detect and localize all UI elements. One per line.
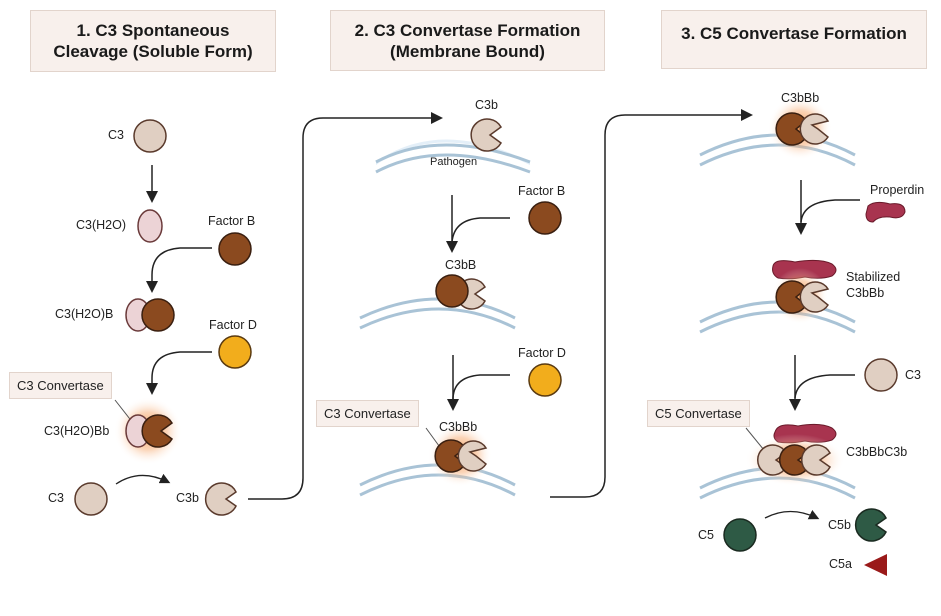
- label-properdin: Properdin: [870, 183, 925, 197]
- label-factor-b-2: Factor B: [518, 184, 566, 198]
- panel-2-title: 2. C3 Convertase Formation (Membrane Bou…: [330, 10, 605, 71]
- label-c3h2ob: C3(H2O)B: [55, 307, 114, 321]
- factor-d-protein-2: [528, 363, 562, 397]
- callout-c5-convertase: C5 Convertase: [647, 400, 750, 427]
- label-stabilized-line2: C3bBb: [846, 286, 885, 300]
- c3bbb-bb-part-2: [434, 439, 466, 473]
- membrane-1: [376, 139, 530, 165]
- label-factor-d: Factor D: [209, 318, 257, 332]
- label-stabilized-line1: Stabilized: [846, 270, 901, 284]
- arrow-c5-to-c5b: [764, 509, 820, 520]
- factor-b-protein: [218, 232, 252, 266]
- panel-2-title-line1: 2. C3 Convertase Formation: [354, 20, 581, 40]
- c3h2ob-factor-b-part: [141, 298, 175, 332]
- label-c3-3: C3: [905, 368, 921, 382]
- label-c3h2obb: C3(H2O)Bb: [44, 424, 110, 438]
- label-factor-b: Factor B: [208, 214, 256, 228]
- panel-3-title: 3. C5 Convertase Formation: [661, 10, 927, 69]
- panel-1-title-line1: 1. C3 Spontaneous: [76, 21, 230, 40]
- arrow-factor-b-join-2: [446, 217, 510, 253]
- c3bbb-c3b-part-2: [457, 440, 488, 472]
- connector-panel2-to-panel3: [550, 109, 753, 498]
- label-c3b-bottom: C3b: [176, 491, 199, 505]
- label-c3: C3: [108, 128, 124, 142]
- c5a-fragment: [864, 554, 887, 576]
- c3b-protein-bottom: [204, 482, 237, 516]
- panel-3-title-line1: 3. C5 Convertase Formation: [681, 24, 907, 43]
- factor-d-protein: [218, 335, 252, 369]
- connector-panel1-to-panel2: [248, 112, 443, 500]
- label-c3h2o: C3(H2O): [76, 218, 127, 232]
- label-c5b: C5b: [828, 518, 851, 532]
- c5b-protein: [854, 508, 887, 542]
- c5conv-c3b-left: [757, 444, 787, 476]
- c3h2obb-bb-part: [141, 414, 173, 448]
- label-factor-d-2: Factor D: [518, 346, 566, 360]
- stabilized-bb-part: [775, 280, 807, 314]
- factor-b-protein-2: [528, 201, 562, 235]
- c3-protein-3: [864, 358, 898, 392]
- label-c3bbbc3b: C3bBbC3b: [846, 445, 908, 459]
- callout-c3-convertase-2: C3 Convertase: [316, 400, 419, 427]
- c3h2o-protein: [137, 209, 163, 243]
- arrow-properdin-join: [800, 199, 860, 223]
- label-c3bb: C3bB: [445, 258, 477, 272]
- arrow-factor-d-join: [146, 351, 212, 395]
- arrow-factor-d-join-2: [447, 374, 510, 411]
- membrane-2-inner: [359, 307, 516, 330]
- c5conv-c3b-right: [801, 444, 831, 476]
- arrow-c3-join-3: [794, 374, 855, 399]
- arrow-factor-b-join: [146, 247, 212, 293]
- c5-protein: [723, 518, 757, 552]
- panel-2-title-line2: (Membrane Bound): [390, 41, 545, 61]
- membrane-5-inner: [699, 310, 856, 334]
- label-c5a: C5a: [829, 557, 852, 571]
- label-c3bbb: C3bBb: [439, 420, 478, 434]
- label-pathogen: Pathogen: [430, 156, 478, 168]
- arrow-c3-to-c3b: [115, 473, 171, 485]
- c3-protein: [133, 119, 167, 153]
- panel-1-title: 1. C3 Spontaneous Cleavage (Soluble Form…: [30, 10, 276, 72]
- label-c3b: C3b: [475, 98, 498, 112]
- stabilized-c3b-part: [799, 281, 830, 313]
- c3bbb-bb-part-3: [775, 112, 807, 146]
- membrane-1-inner: [375, 153, 531, 174]
- c3bbb-c3b-part-3: [799, 113, 830, 145]
- properdin-protein: [865, 201, 906, 223]
- label-c3-bottom: C3: [48, 491, 64, 505]
- c3-protein-bottom: [74, 482, 108, 516]
- membrane-3-inner: [359, 473, 516, 497]
- callout-leader-3: [745, 427, 765, 451]
- c5conv-bb-middle: [779, 444, 809, 476]
- callout-c3-convertase-1: C3 Convertase: [9, 372, 112, 399]
- c3b-on-membrane: [470, 118, 502, 152]
- membrane-1-outer: [375, 143, 531, 164]
- c3bb-factor-b-part: [435, 274, 469, 308]
- label-c5: C5: [698, 528, 714, 542]
- panel-1-title-line2: Cleavage (Soluble Form): [53, 42, 253, 61]
- label-c3bbb-3: C3bBb: [781, 91, 820, 105]
